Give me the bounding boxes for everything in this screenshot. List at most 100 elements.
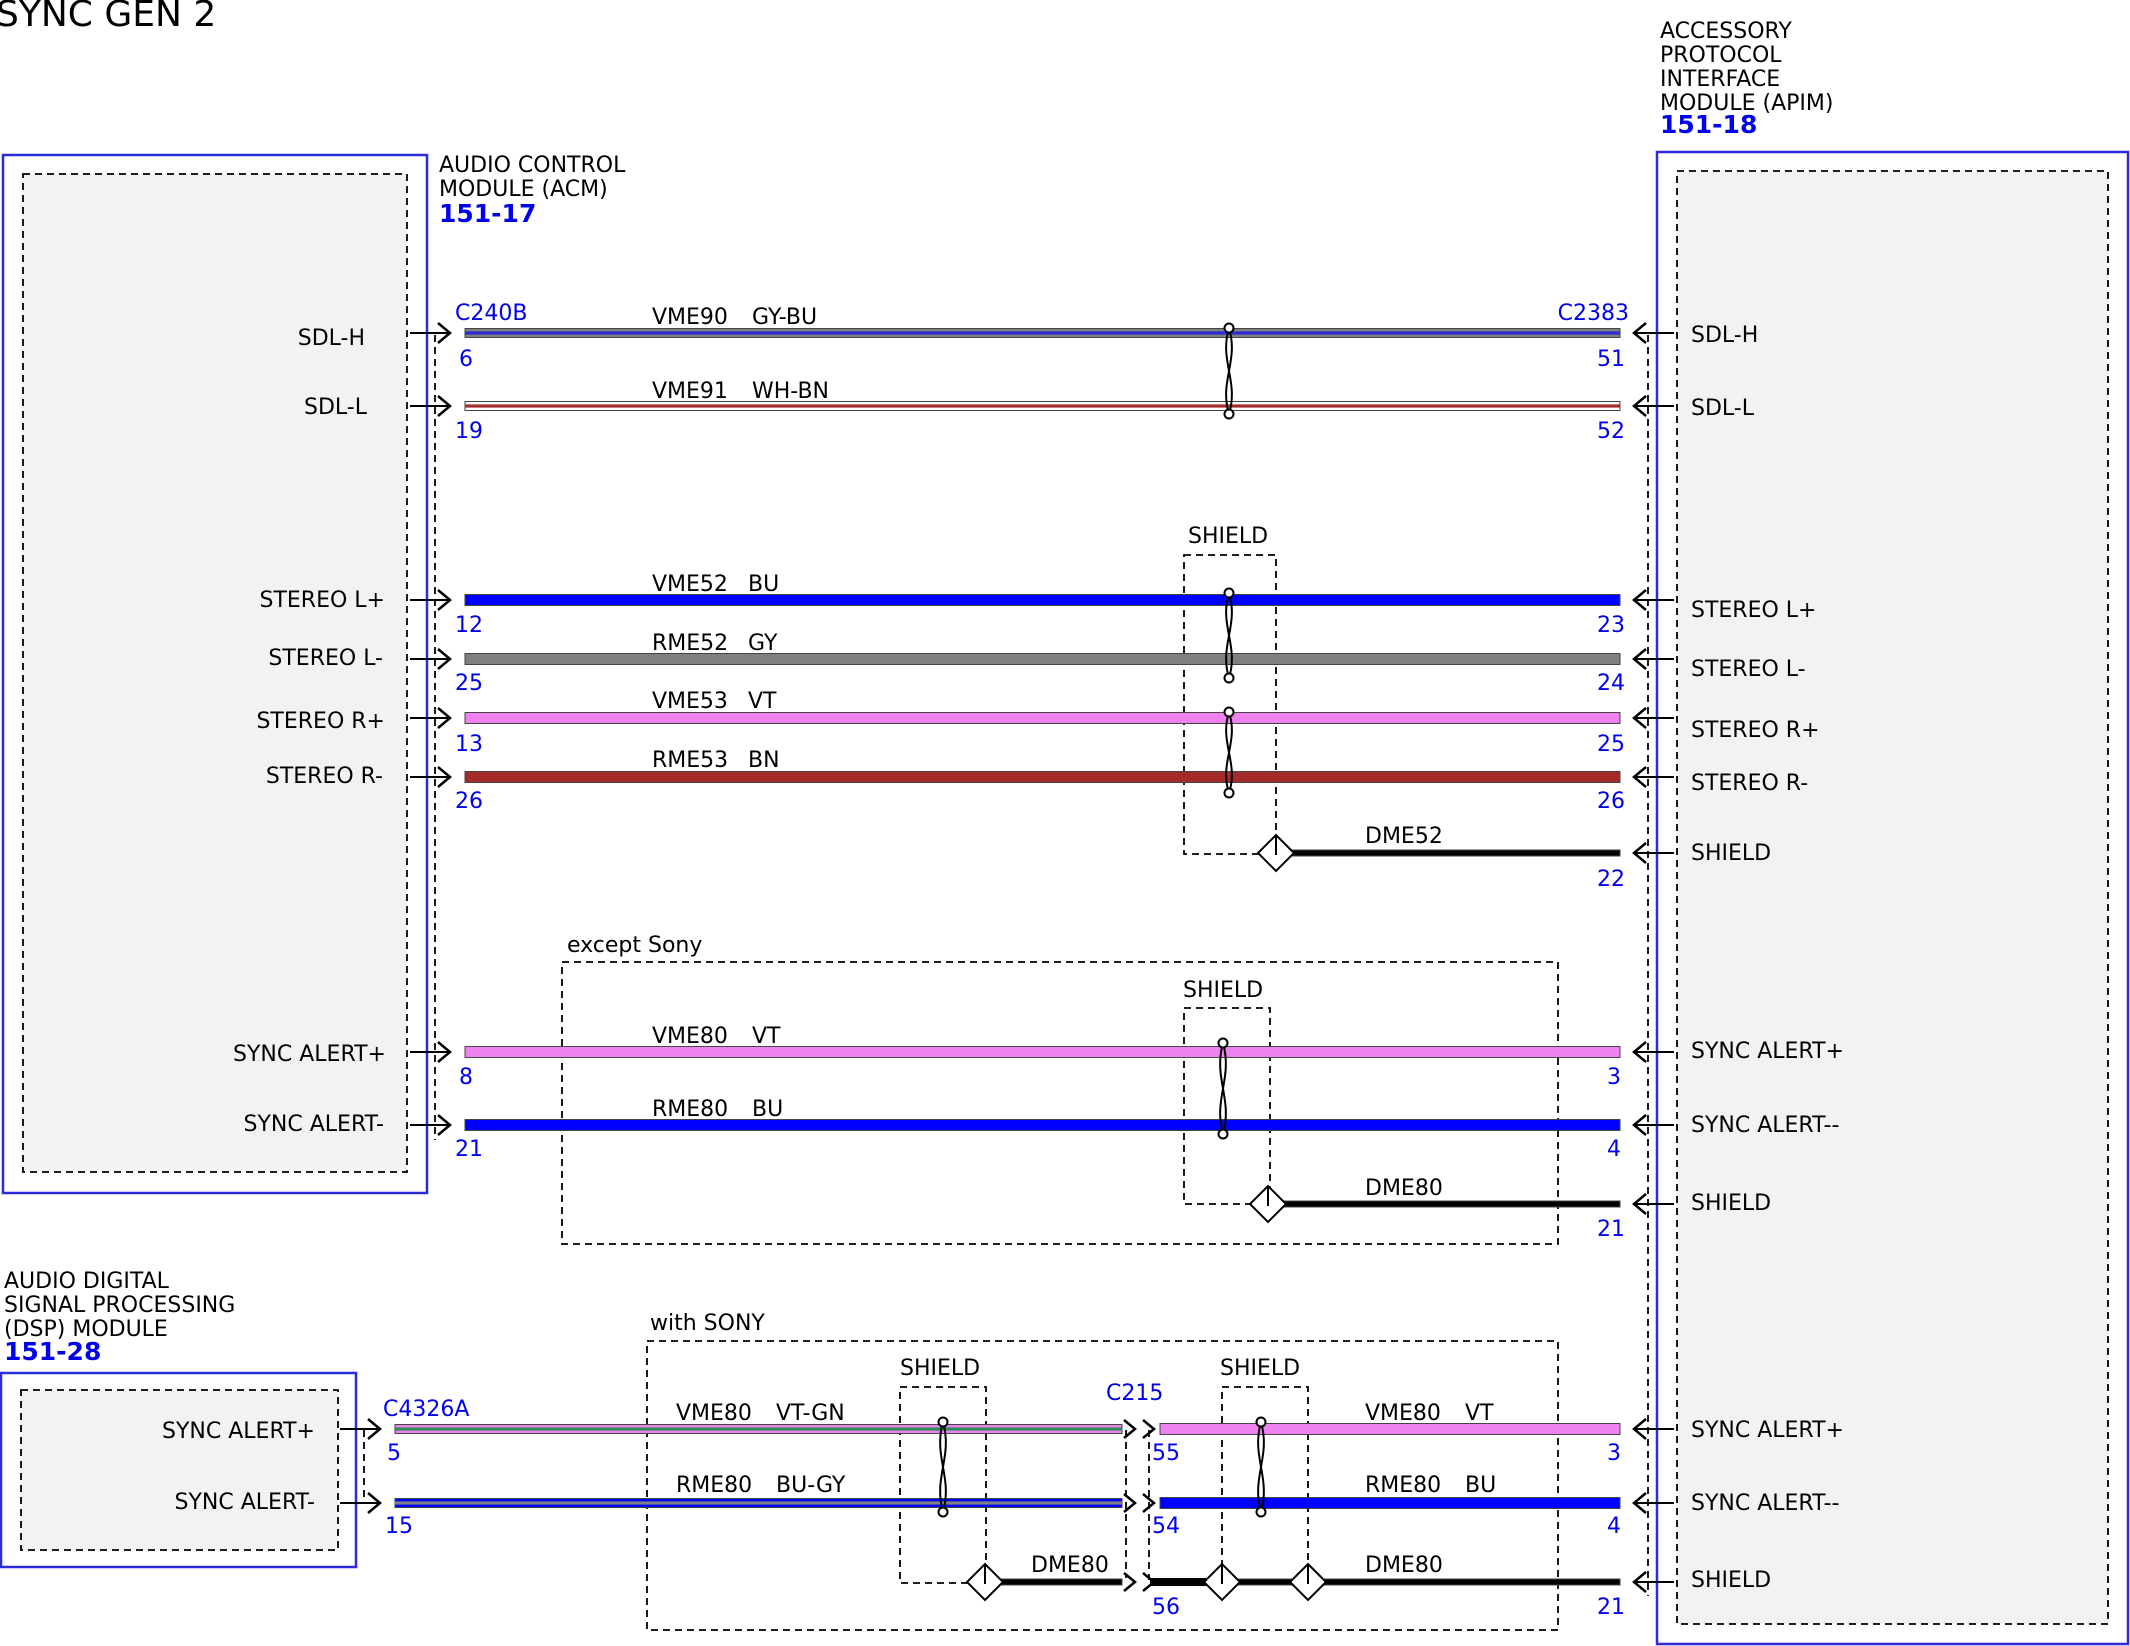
circuit-label-15: DME80 bbox=[1365, 1553, 1443, 1578]
circuit-label-13: VME80 bbox=[1365, 1401, 1441, 1426]
color-label-5: BN bbox=[748, 748, 780, 773]
twist-mark-5-top bbox=[1255, 1416, 1267, 1428]
apim-reference[interactable]: 151-18 bbox=[1660, 110, 1757, 139]
twist-mark-3-bottom bbox=[1217, 1128, 1229, 1140]
shield-box-apim-side bbox=[1221, 1386, 1309, 1584]
acm-pin-sdl-h: SDL-H bbox=[298, 326, 365, 351]
wire-15-inner bbox=[1150, 1578, 1208, 1586]
right-pin-1: 52 bbox=[1597, 419, 1625, 444]
color-label-4: VT bbox=[748, 689, 777, 714]
right-pin-6: 22 bbox=[1597, 867, 1625, 892]
circuit-label-9: DME80 bbox=[1365, 1176, 1443, 1201]
apim-terminal-3 bbox=[1632, 648, 1647, 670]
right-pin-2: 23 bbox=[1597, 613, 1625, 638]
dsp-reference[interactable]: 151-28 bbox=[4, 1337, 101, 1366]
circuit-label-6: DME52 bbox=[1365, 824, 1443, 849]
acm-reference[interactable]: 151-17 bbox=[439, 199, 536, 228]
apim-pin-sdl-h: SDL-H bbox=[1691, 323, 1758, 348]
wire-12 bbox=[984, 1578, 1123, 1586]
apim-terminal-2 bbox=[1632, 589, 1647, 611]
twist-and-ground-layer bbox=[937, 322, 1328, 1602]
wire-12-end bbox=[1123, 1578, 1127, 1586]
wire-label-layer: VME90 GY-BU 6 51 VME91 WH-BN 19 52 VME52… bbox=[385, 305, 1625, 1620]
c215-terminal-2 bbox=[1142, 1572, 1156, 1592]
c215-mate-2 bbox=[1123, 1572, 1137, 1592]
apim-pin-stereo-r-plus: STEREO R+ bbox=[1691, 718, 1820, 743]
dsp-terminal-0 bbox=[367, 1418, 382, 1440]
acm-terminal-3 bbox=[437, 648, 452, 670]
acm-terminal-6 bbox=[437, 1041, 452, 1063]
wire-5 bbox=[464, 771, 1621, 783]
apim-pin-sdl-l: SDL-L bbox=[1691, 396, 1755, 421]
right-pin-5: 26 bbox=[1597, 789, 1625, 814]
dsp-pin-sync-alert-minus: SYNC ALERT- bbox=[175, 1490, 315, 1515]
shield-label-stereo: SHIELD bbox=[1188, 524, 1268, 549]
twist-mark-2 bbox=[1225, 711, 1233, 794]
wire-layer bbox=[394, 328, 1621, 1586]
acm-module-frame[interactable] bbox=[1, 153, 429, 1195]
apim-terminal-5 bbox=[1632, 766, 1647, 788]
color-label-3: GY bbox=[748, 631, 778, 656]
apim-pin-shield-2: SHIELD bbox=[1691, 1191, 1771, 1216]
right-pin-3: 24 bbox=[1597, 671, 1625, 696]
left-pin-11: 15 bbox=[385, 1514, 413, 1539]
acm-connector-id[interactable]: C240B bbox=[455, 301, 527, 326]
circuit-label-12: DME80 bbox=[1031, 1553, 1109, 1578]
c215-terminal-0 bbox=[1142, 1419, 1156, 1439]
apim-pin-shield-1: SHIELD bbox=[1691, 841, 1771, 866]
left-pin-10: 5 bbox=[387, 1441, 401, 1466]
apim-module-frame[interactable] bbox=[1655, 150, 2130, 1646]
twist-mark-4-bottom bbox=[937, 1506, 949, 1518]
wire-1-stripe bbox=[465, 404, 1620, 408]
acm-pin-stereo-l-plus: STEREO L+ bbox=[260, 588, 386, 613]
shield-box-dsp-side bbox=[899, 1386, 987, 1584]
apim-pin-stereo-r-minus: STEREO R- bbox=[1691, 771, 1808, 796]
twist-mark-3 bbox=[1219, 1042, 1227, 1135]
twist-mark-1-bottom bbox=[1223, 672, 1235, 684]
apim-pin-sync-alert-minus-2: SYNC ALERT-- bbox=[1691, 1491, 1839, 1516]
twist-mark-2-top bbox=[1223, 706, 1235, 718]
acm-terminal-0 bbox=[437, 322, 452, 344]
apim-pin-stereo-l-minus: STEREO L- bbox=[1691, 657, 1806, 682]
c215-terminal-1 bbox=[1142, 1493, 1156, 1513]
left-pin-1: 19 bbox=[455, 419, 483, 444]
left-pin-5: 26 bbox=[455, 789, 483, 814]
with-sony-label: with SONY bbox=[650, 1311, 765, 1336]
dsp-name-line-2: SIGNAL PROCESSING bbox=[4, 1293, 235, 1318]
dsp-name-line-1: AUDIO DIGITAL bbox=[4, 1269, 170, 1294]
acm-pin-stereo-r-plus: STEREO R+ bbox=[256, 709, 385, 734]
circuit-label-11: RME80 bbox=[676, 1473, 752, 1498]
shield-label-apim-side: SHIELD bbox=[1220, 1356, 1300, 1381]
dsp-module-frame[interactable] bbox=[0, 1371, 358, 1569]
apim-name-line-2: PROTOCOL bbox=[1660, 43, 1782, 68]
acm-terminal-2 bbox=[437, 589, 452, 611]
color-label-10: VT-GN bbox=[776, 1401, 845, 1426]
dsp-connector-id[interactable]: C4326A bbox=[383, 1397, 469, 1422]
left-pin-3: 25 bbox=[455, 671, 483, 696]
apim-terminal-10 bbox=[1632, 1418, 1647, 1440]
right-pin-7: 3 bbox=[1607, 1065, 1621, 1090]
acm-terminal-1 bbox=[437, 395, 452, 417]
circuit-label-7: VME80 bbox=[652, 1024, 728, 1049]
apim-connector-id[interactable]: C2383 bbox=[1558, 301, 1629, 326]
pin-terminal-layer bbox=[340, 322, 1674, 1593]
left-pin-4: 13 bbox=[455, 732, 483, 757]
acm-name-line-1: AUDIO CONTROL bbox=[439, 153, 626, 178]
circuit-label-8: RME80 bbox=[652, 1097, 728, 1122]
circuit-label-0: VME90 bbox=[652, 305, 728, 330]
apim-terminal-12 bbox=[1632, 1571, 1647, 1593]
twist-mark-3-top bbox=[1217, 1037, 1229, 1049]
dsp-terminal-1 bbox=[367, 1492, 382, 1514]
apim-name-line-4: MODULE (APIM) bbox=[1660, 91, 1833, 116]
apim-pin-shield-3: SHIELD bbox=[1691, 1568, 1771, 1593]
wire-6 bbox=[1274, 849, 1621, 857]
apim-name-line-3: INTERFACE bbox=[1660, 67, 1780, 92]
twist-mark-2-bottom bbox=[1223, 787, 1235, 799]
right-pin-8: 4 bbox=[1607, 1137, 1621, 1162]
acm-pin-sync-alert-plus: SYNC ALERT+ bbox=[233, 1042, 386, 1067]
acm-terminal-7 bbox=[437, 1114, 452, 1136]
twist-mark-0-bottom bbox=[1223, 408, 1235, 420]
apim-terminal-1 bbox=[1632, 395, 1647, 417]
inline-connector-id[interactable]: C215 bbox=[1106, 1381, 1163, 1406]
